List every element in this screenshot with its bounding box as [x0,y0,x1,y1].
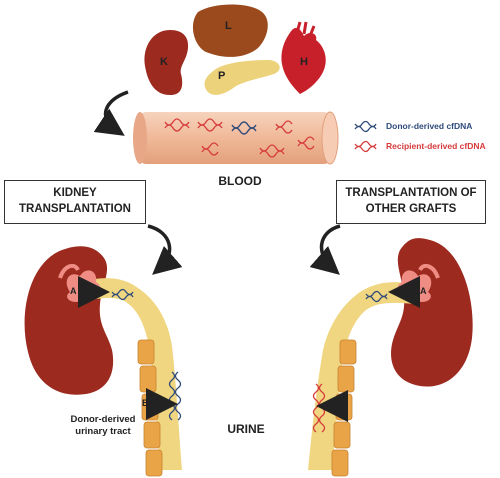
legend-donor-label: Donor-derived cfDNA [386,121,473,131]
kidney-transplantation-label: KIDNEY TRANSPLANTATION [18,187,131,215]
other-grafts-label: TRANSPLANTATION OF OTHER GRAFTS [345,187,477,215]
arrow-organs-to-blood [93,90,129,136]
arrow-right-box-down [309,224,341,275]
liver-organ [192,4,268,57]
legend-recipient-dna [354,140,377,153]
organ-letter-kidney: K [160,56,168,68]
donor-tract-label: Donor-derived urinary tract [70,414,136,438]
right-ureter-dna [365,290,388,303]
organ-letter-pancreas: P [218,70,226,82]
kidney-organ-top [144,30,189,96]
blood-vessel [140,112,330,164]
marker-a-left: A [70,286,77,296]
right-ureter [308,282,414,470]
blood-label: BLOOD [218,174,262,188]
organ-letter-heart: H [300,56,308,68]
urine-label: URINE [227,422,265,436]
organ-letter-liver: L [225,20,232,32]
heart-organ [281,27,326,94]
marker-b-left: B [142,398,149,408]
other-grafts-box: TRANSPLANTATION OF OTHER GRAFTS [336,180,486,224]
pancreas-organ [204,60,280,95]
marker-a-right: A [420,286,427,296]
legend-recipient-label: Recipient-derived cfDNA [386,141,486,151]
blood-dna-donor [231,121,257,135]
blood-dna-recipient [164,118,315,158]
right-kidney [391,238,473,387]
kidney-transplantation-box: KIDNEY TRANSPLANTATION [4,180,146,224]
arrow-left-box-down [147,224,183,275]
legend-donor-dna [354,120,377,133]
